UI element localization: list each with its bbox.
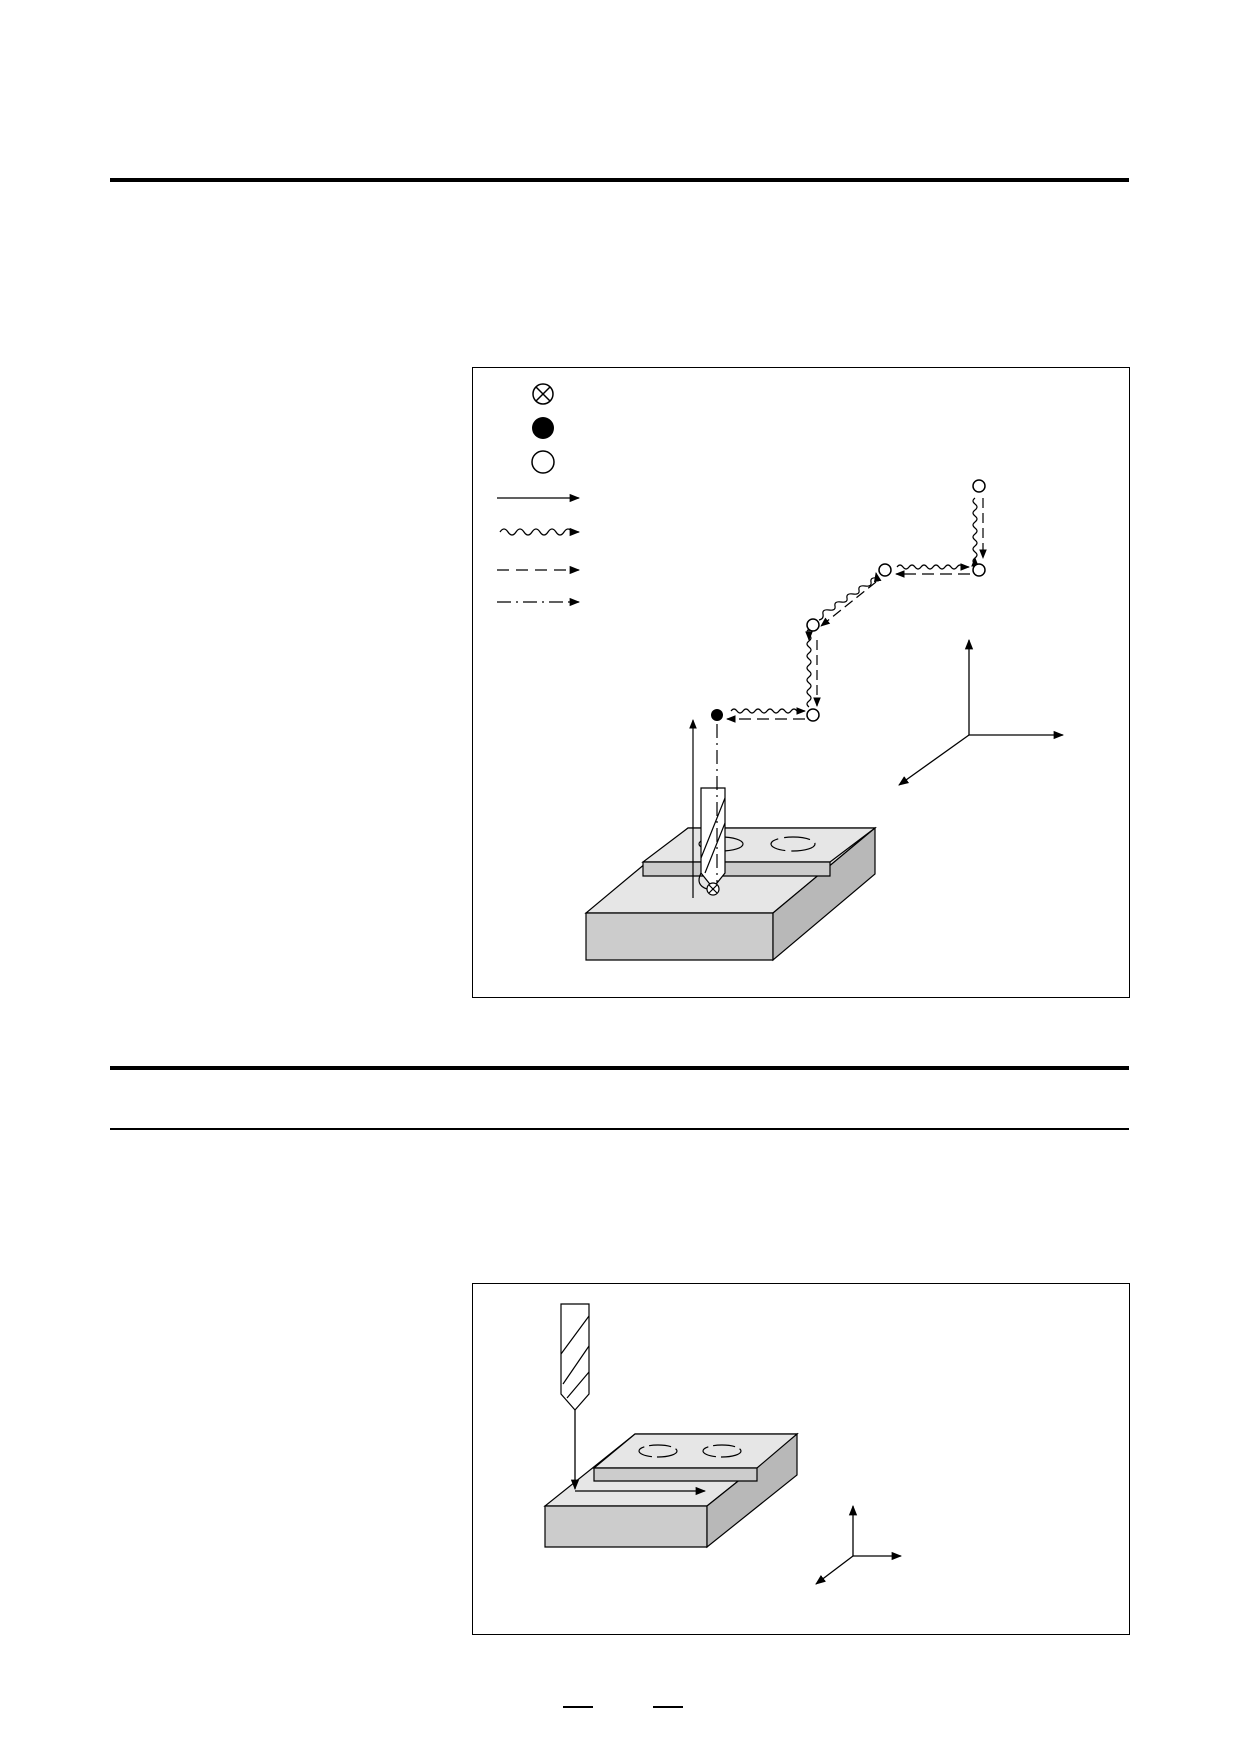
figure-drill-feed-diagram [472,1283,1130,1635]
hole-position-icon [531,450,555,474]
figure-drilling-path-diagram [472,367,1130,998]
section-rule-thin [110,1128,1129,1130]
drill-tool-icon [698,787,726,890]
tool-path [726,497,987,723]
footer-mark-left [563,1706,593,1708]
hole-position-3 [806,618,820,632]
axis-icon [898,638,1065,786]
cutting-point-icon [532,383,554,405]
drill-tool-icon [560,1303,590,1411]
top-rule [110,178,1129,182]
hole-position-2 [806,708,820,722]
workpiece-icon [543,1432,799,1549]
hole-position-5 [972,563,986,577]
cutting-point-mark [706,882,720,896]
rapid-traverse-line-icon [499,527,581,537]
hole-position-6 [972,479,986,493]
footer-mark-right [653,1706,683,1708]
section-rule-thick [110,1066,1129,1070]
axis-icon [815,1504,903,1585]
start-point-icon [532,417,554,439]
start-point [711,709,723,721]
workpiece [584,826,877,962]
hole-position-4 [878,563,892,577]
feed-path [570,1410,707,1496]
